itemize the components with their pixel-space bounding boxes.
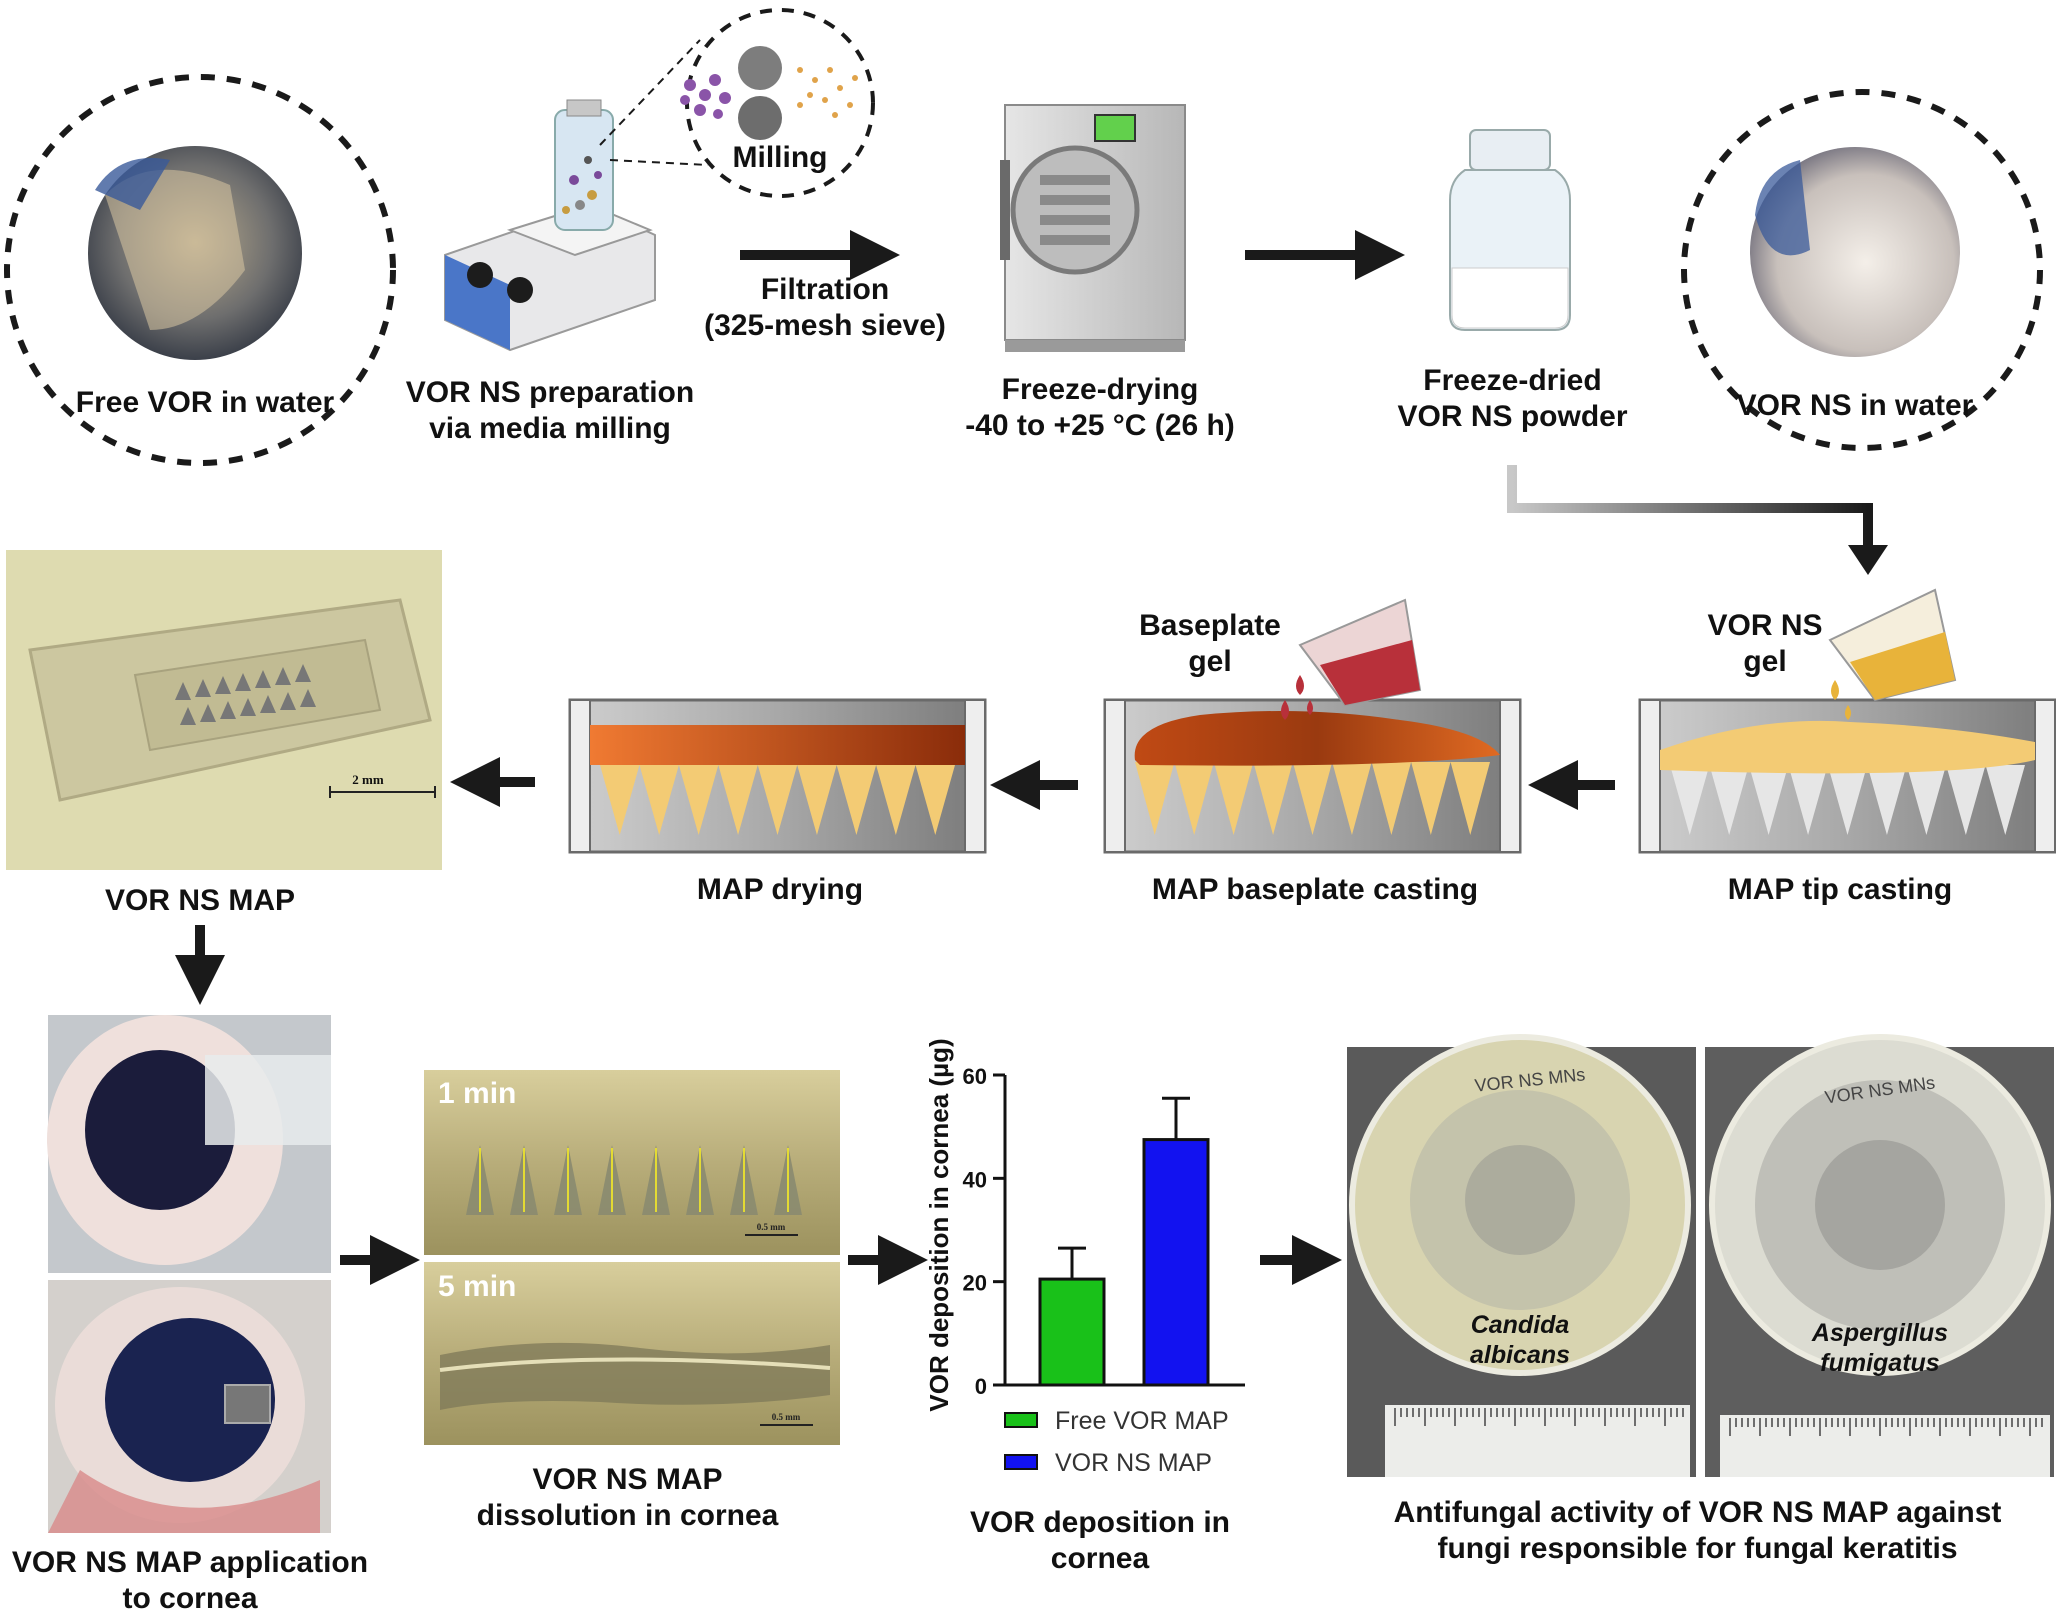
scale-bar-05mm-2: 0.5 mm [771, 1412, 801, 1422]
dissolution-photo-1min [424, 1070, 840, 1255]
y-tick-label-1: 20 [963, 1271, 987, 1296]
label-5min: 5 min [438, 1270, 517, 1303]
label-milling: Milling [732, 141, 828, 174]
label-map-baseplate-casting: MAP baseplate casting [1151, 873, 1479, 906]
label-vor-ns-map: VOR NS MAP [104, 884, 296, 917]
legend-label-0: Free VOR MAP [1055, 1407, 1229, 1435]
vial-illustration [1449, 129, 1571, 331]
y-axis-label: VOR deposition in cornea (µg) [924, 1038, 954, 1411]
ns-water-dashed-circle [1681, 89, 2043, 451]
y-tick-label-2: 40 [963, 1167, 987, 1192]
arrow-to-tip-casting [1848, 545, 1888, 575]
label-freeze-drying: Freeze-drying-40 to +25 °C (26 h) [965, 373, 1235, 442]
legend-swatch-1 [1004, 1454, 1038, 1470]
mold-baseplate-casting [1103, 598, 1522, 854]
legend-swatch-0 [1004, 1412, 1038, 1428]
label-1min: 1 min [438, 1077, 517, 1110]
deposition-bar-chart: VOR deposition in cornea (µg) 0 20 40 60 Fr… [924, 1038, 1245, 1477]
free-vor-dashed-circle [4, 74, 396, 466]
label-free-vor-water: Free VOR in water [75, 386, 335, 419]
label-ns-in-water: VOR NS in water [1736, 389, 1974, 422]
freeze-dryer-illustration [1000, 104, 1186, 352]
bar-1 [1142, 1138, 1210, 1387]
scale-bar-05mm-1: 0.5 mm [756, 1222, 786, 1232]
y-tick-label-0: 0 [975, 1374, 987, 1399]
y-tick-label-3: 60 [963, 1064, 987, 1089]
mold-tip-casting [1638, 588, 2056, 854]
label-filtration: Filtration(325-mesh sieve) [704, 273, 946, 342]
legend-label-1: VOR NS MAP [1055, 1449, 1212, 1477]
label-antifungal: Antifungal activity of VOR NS MAP agains… [1393, 1496, 2002, 1565]
label-map-tip-casting: MAP tip casting [1727, 873, 1953, 906]
hotplate-stirrer-illustration [444, 99, 656, 352]
bar-0 [1038, 1277, 1106, 1387]
mold-map-drying [568, 698, 987, 854]
label-map-drying: MAP drying [696, 873, 864, 906]
scale-bar-2mm: 2 mm [352, 772, 384, 787]
